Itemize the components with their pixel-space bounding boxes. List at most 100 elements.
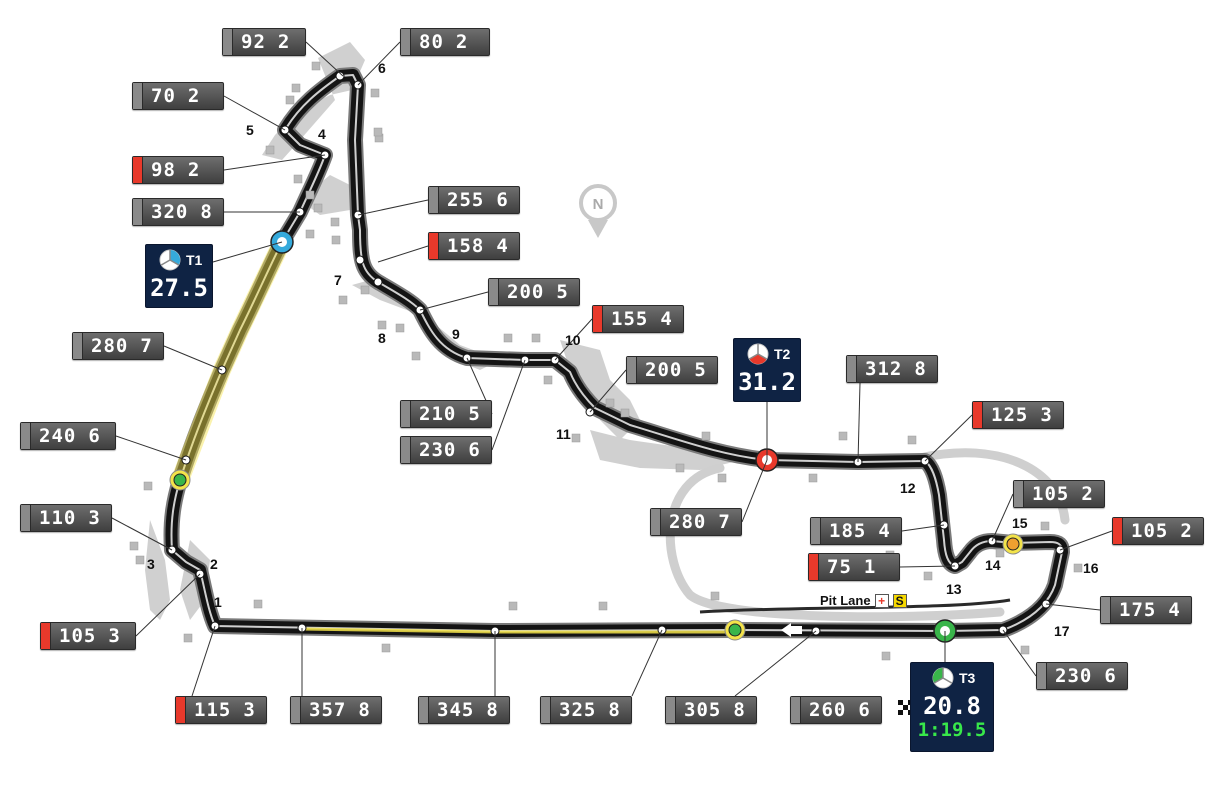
advertising-board <box>995 548 1005 558</box>
advertising-board <box>531 333 541 343</box>
advertising-board <box>395 323 405 333</box>
gear-value: 3 <box>1040 404 1052 426</box>
speed-leader-line <box>377 245 429 263</box>
advertising-board <box>293 174 303 184</box>
brake-indicator <box>429 233 439 259</box>
speed-indicator <box>541 697 551 723</box>
drs-marker <box>728 623 742 637</box>
turn-number: 9 <box>452 326 460 342</box>
drs-marker <box>1006 537 1020 551</box>
speed-indicator <box>73 333 83 359</box>
pit-lane-label: Pit Lane + S <box>820 593 907 608</box>
sector-time: 31.2 <box>738 368 796 396</box>
track-centerline <box>170 74 1063 632</box>
advertising-board <box>411 351 421 361</box>
advertising-board <box>330 217 340 227</box>
turn-number: 8 <box>378 330 386 346</box>
speed-leader-line <box>991 493 1014 542</box>
advertising-board <box>508 601 518 611</box>
speed-leader-line <box>163 345 223 371</box>
turn-number: 3 <box>147 556 155 572</box>
gear-value: 4 <box>660 308 672 330</box>
speed-leader-line <box>924 414 973 462</box>
speed-value: 325 <box>559 699 597 721</box>
speed-leader-line <box>589 369 627 413</box>
advertising-board <box>503 333 513 343</box>
speed-value: 280 <box>91 335 129 357</box>
speed-value: 110 <box>39 507 77 529</box>
advertising-board <box>381 643 391 653</box>
speed-leader-line <box>734 630 817 697</box>
track-waypoint <box>335 71 345 81</box>
leader-lines <box>111 41 1113 697</box>
turn-number: 16 <box>1083 560 1099 576</box>
turn-number: 2 <box>210 556 218 572</box>
advertising-board <box>253 599 263 609</box>
speed-indicator <box>1101 597 1111 623</box>
gear-value: 4 <box>496 235 508 257</box>
speed-value: 210 <box>419 403 457 425</box>
speed-leader-line <box>357 41 401 86</box>
gear-value: 6 <box>858 699 870 721</box>
track-surface <box>163 67 1070 639</box>
speed-value: 155 <box>611 308 649 330</box>
advertising-board <box>1040 521 1050 531</box>
gear-value: 6 <box>88 425 100 447</box>
gear-value: 2 <box>1180 520 1192 542</box>
lap-time: 1:19.5 <box>917 719 987 741</box>
speed-value: 230 <box>419 439 457 461</box>
sector-label: T1 <box>186 252 203 268</box>
advertising-board <box>377 320 387 330</box>
brake-indicator <box>176 697 186 723</box>
speed-value: 175 <box>1119 599 1157 621</box>
drs-marker <box>173 473 187 487</box>
speed-leader-line <box>223 154 326 171</box>
gear-value: 2 <box>1081 483 1093 505</box>
flag-square <box>903 705 908 710</box>
runoff-area <box>145 520 170 620</box>
advertising-board <box>311 61 321 71</box>
speed-value: 305 <box>684 699 722 721</box>
steering-wheel-icon <box>932 667 954 689</box>
advertising-board <box>881 651 891 661</box>
turn-number: 1 <box>214 594 222 610</box>
gear-value: 2 <box>187 85 200 107</box>
gear-value: 8 <box>486 699 498 721</box>
flag-square <box>898 700 903 705</box>
brake-indicator <box>593 306 603 332</box>
compass-arrow <box>588 220 608 238</box>
speed-leader-line <box>111 517 173 551</box>
speed-indicator <box>666 697 676 723</box>
gear-value: 4 <box>1168 599 1180 621</box>
flag-square <box>898 705 903 710</box>
speed-leader-line <box>899 565 956 568</box>
speed-indicator <box>401 29 411 55</box>
turn-number: 4 <box>318 126 326 142</box>
runoff-area <box>352 280 500 370</box>
steering-wheel-icon <box>159 249 181 271</box>
turn-number: 7 <box>334 272 342 288</box>
flag-square <box>903 710 908 715</box>
gear-value: 4 <box>878 520 890 542</box>
speed-value: 125 <box>991 404 1029 426</box>
advertising-board <box>370 88 380 98</box>
advertising-board <box>265 145 275 155</box>
track-waypoint <box>373 277 383 287</box>
gear-value: 6 <box>1104 665 1116 687</box>
flag-square <box>898 710 903 715</box>
gear-value: 8 <box>914 358 926 380</box>
speed-leader-line <box>135 573 201 637</box>
runoff-area <box>590 430 750 470</box>
turn-number: 17 <box>1054 623 1070 639</box>
